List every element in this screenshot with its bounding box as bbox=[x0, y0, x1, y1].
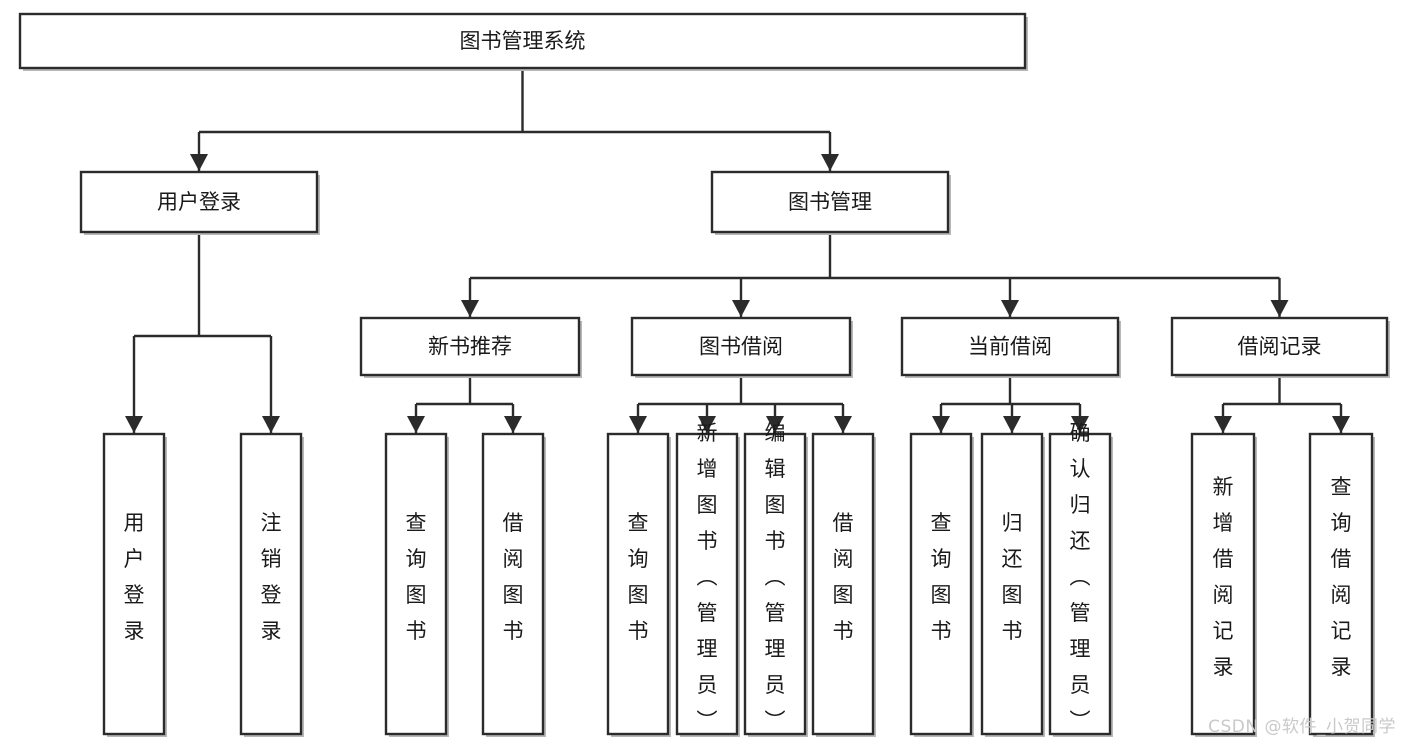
arrow-bb-query-book bbox=[629, 416, 647, 433]
arrow-cb-query-book bbox=[932, 416, 950, 433]
node-rect[interactable] bbox=[1308, 432, 1374, 736]
arrow-cb-confirm-return bbox=[1071, 416, 1089, 433]
node-bb-edit-book[interactable]: 编辑图书︵管理员︶ bbox=[743, 421, 808, 737]
arrow-current-borrow bbox=[1001, 300, 1019, 317]
arrow-new-book-recommend bbox=[461, 300, 479, 317]
node-rect[interactable] bbox=[630, 316, 852, 377]
node-user-login-do[interactable]: 用户登录 bbox=[102, 432, 167, 737]
arrow-br-add-record bbox=[1214, 416, 1232, 433]
node-label: 借阅图书 bbox=[833, 511, 854, 643]
node-book-manage[interactable]: 图书管理 bbox=[710, 170, 951, 235]
node-label: 查询图书 bbox=[628, 511, 649, 643]
arrow-bb-borrow-book bbox=[834, 416, 852, 433]
node-label: 编辑图书︵管理员︶ bbox=[765, 421, 786, 733]
node-rect[interactable] bbox=[79, 170, 319, 234]
node-bb-query-book[interactable]: 查询图书 bbox=[606, 432, 671, 737]
node-cb-confirm-return[interactable]: 确认归还︵管理员︶ bbox=[1048, 421, 1113, 737]
node-current-borrow[interactable]: 当前借阅 bbox=[900, 316, 1121, 378]
node-layer: 图书管理系统用户登录用户登录注销登录图书管理新书推荐查询图书借阅图书图书借阅查询… bbox=[18, 12, 1390, 737]
arrow-user-logout bbox=[262, 416, 280, 433]
connector-layer bbox=[125, 68, 1350, 433]
node-rect[interactable] bbox=[1048, 432, 1112, 736]
arrow-cb-return-book bbox=[1003, 416, 1021, 433]
node-label: 当前借阅 bbox=[968, 335, 1052, 359]
csdn-watermark: CSDN @软件_小贺同学 bbox=[1208, 717, 1396, 737]
node-label: 归还图书 bbox=[1002, 511, 1023, 643]
arrow-bb-edit-book bbox=[766, 416, 784, 433]
node-rect[interactable] bbox=[909, 432, 973, 736]
arrow-book-borrow bbox=[732, 300, 750, 317]
node-rect[interactable] bbox=[1170, 316, 1389, 377]
arrow-book-manage bbox=[821, 154, 839, 171]
node-label: 图书借阅 bbox=[699, 335, 783, 359]
node-label: 用户登录 bbox=[157, 190, 241, 214]
node-new-book-recommend[interactable]: 新书推荐 bbox=[359, 316, 582, 378]
node-label: 确认归还︵管理员︶ bbox=[1070, 421, 1091, 733]
node-cb-query-book[interactable]: 查询图书 bbox=[909, 432, 974, 737]
node-bb-add-book[interactable]: 新增图书︵管理员︶ bbox=[675, 421, 740, 737]
node-rect[interactable] bbox=[980, 432, 1044, 736]
node-user-login[interactable]: 用户登录 bbox=[79, 170, 320, 235]
node-rect[interactable] bbox=[239, 432, 303, 736]
node-label: 用户登录 bbox=[124, 511, 145, 643]
arrow-nbr-query-book bbox=[407, 416, 425, 433]
node-label: 新书推荐 bbox=[428, 335, 512, 359]
node-rect[interactable] bbox=[606, 432, 670, 736]
node-label: 注销登录 bbox=[261, 511, 282, 643]
node-label: 新增图书︵管理员︶ bbox=[697, 421, 718, 733]
node-label: 借阅记录 bbox=[1238, 335, 1322, 359]
node-label: 借阅图书 bbox=[503, 511, 524, 643]
node-rect[interactable] bbox=[481, 432, 545, 736]
node-bb-borrow-book[interactable]: 借阅图书 bbox=[811, 432, 876, 737]
node-rect[interactable] bbox=[675, 432, 739, 736]
node-rect[interactable] bbox=[900, 316, 1120, 377]
node-label: 查询图书 bbox=[406, 511, 427, 643]
node-root[interactable]: 图书管理系统 bbox=[18, 12, 1028, 71]
node-rect[interactable] bbox=[359, 316, 581, 377]
node-rect[interactable] bbox=[18, 12, 1027, 70]
node-nbr-query-book[interactable]: 查询图书 bbox=[384, 432, 449, 737]
node-br-query-record[interactable]: 查询借阅记录 bbox=[1308, 432, 1375, 737]
node-user-logout[interactable]: 注销登录 bbox=[239, 432, 304, 737]
arrow-bb-add-book bbox=[698, 416, 716, 433]
arrow-nbr-borrow-book bbox=[504, 416, 522, 433]
node-nbr-borrow-book[interactable]: 借阅图书 bbox=[481, 432, 546, 737]
node-label: 图书管理 bbox=[788, 190, 872, 214]
node-rect[interactable] bbox=[811, 432, 875, 736]
arrow-user-login bbox=[190, 154, 208, 171]
node-rect[interactable] bbox=[384, 432, 448, 736]
arrow-borrow-record bbox=[1270, 300, 1289, 317]
node-rect[interactable] bbox=[1190, 432, 1256, 736]
node-rect[interactable] bbox=[743, 432, 807, 736]
node-label: 查询借阅记录 bbox=[1331, 475, 1352, 679]
node-label: 查询图书 bbox=[931, 511, 952, 643]
node-borrow-record[interactable]: 借阅记录 bbox=[1170, 316, 1390, 378]
node-label: 图书管理系统 bbox=[460, 29, 586, 53]
node-rect[interactable] bbox=[102, 432, 166, 736]
node-cb-return-book[interactable]: 归还图书 bbox=[980, 432, 1045, 737]
node-book-borrow[interactable]: 图书借阅 bbox=[630, 316, 853, 378]
node-br-add-record[interactable]: 新增借阅记录 bbox=[1190, 432, 1257, 737]
node-rect[interactable] bbox=[710, 170, 950, 234]
arrow-br-query-record bbox=[1332, 416, 1350, 433]
arrow-user-login-do bbox=[125, 416, 143, 433]
node-label: 新增借阅记录 bbox=[1213, 475, 1234, 679]
